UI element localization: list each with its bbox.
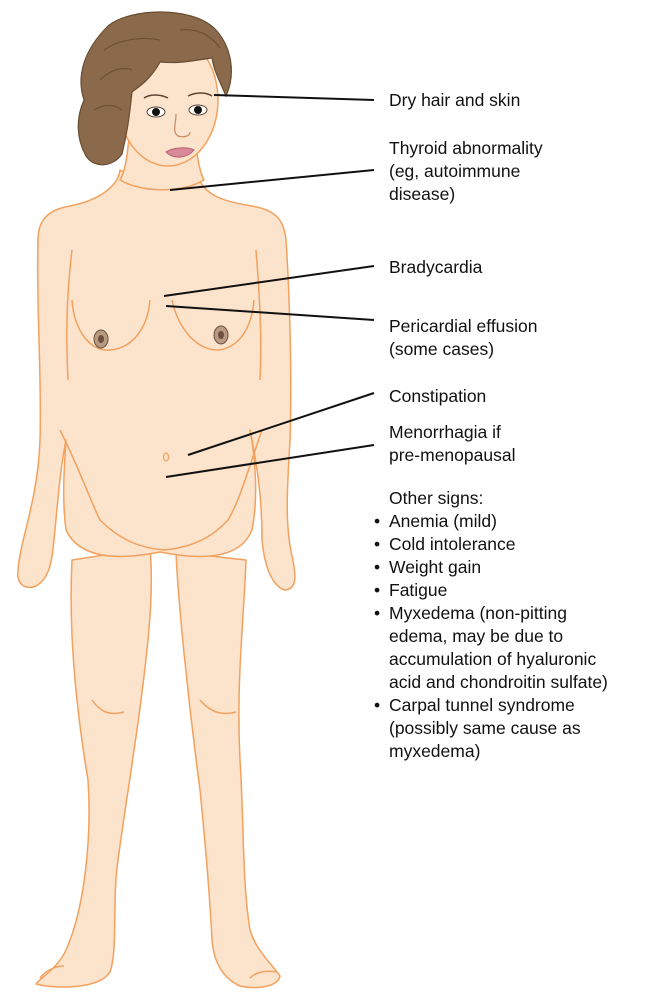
list-item: Carpal tunnel syndrome (possibly same ca…	[371, 694, 608, 763]
list-item: Weight gain	[371, 556, 608, 579]
label-pericardial-effusion: Pericardial effusion (some cases)	[389, 315, 538, 361]
body-figure	[18, 34, 295, 988]
list-item: Cold intolerance	[371, 533, 608, 556]
leader-dry-hair	[214, 95, 374, 100]
label-bradycardia: Bradycardia	[389, 256, 482, 279]
label-constipation: Constipation	[389, 385, 486, 408]
label-dry-hair-and-skin: Dry hair and skin	[389, 89, 520, 112]
label-menorrhagia: Menorrhagia if pre-menopausal	[389, 421, 515, 467]
right-leg	[176, 552, 280, 988]
left-leg	[36, 548, 151, 987]
other-signs-items: Anemia (mild) Cold intolerance Weight ga…	[371, 510, 608, 763]
list-item: Anemia (mild)	[371, 510, 608, 533]
list-item: Fatigue	[371, 579, 608, 602]
label-thyroid-abnormality: Thyroid abnormality (eg, autoimmune dise…	[389, 137, 543, 206]
torso	[18, 170, 295, 590]
list-item: Myxedema (non-pitting edema, may be due …	[371, 602, 608, 694]
other-signs-list: Other signs: Anemia (mild) Cold intolera…	[371, 487, 608, 763]
other-signs-heading: Other signs:	[371, 487, 608, 510]
